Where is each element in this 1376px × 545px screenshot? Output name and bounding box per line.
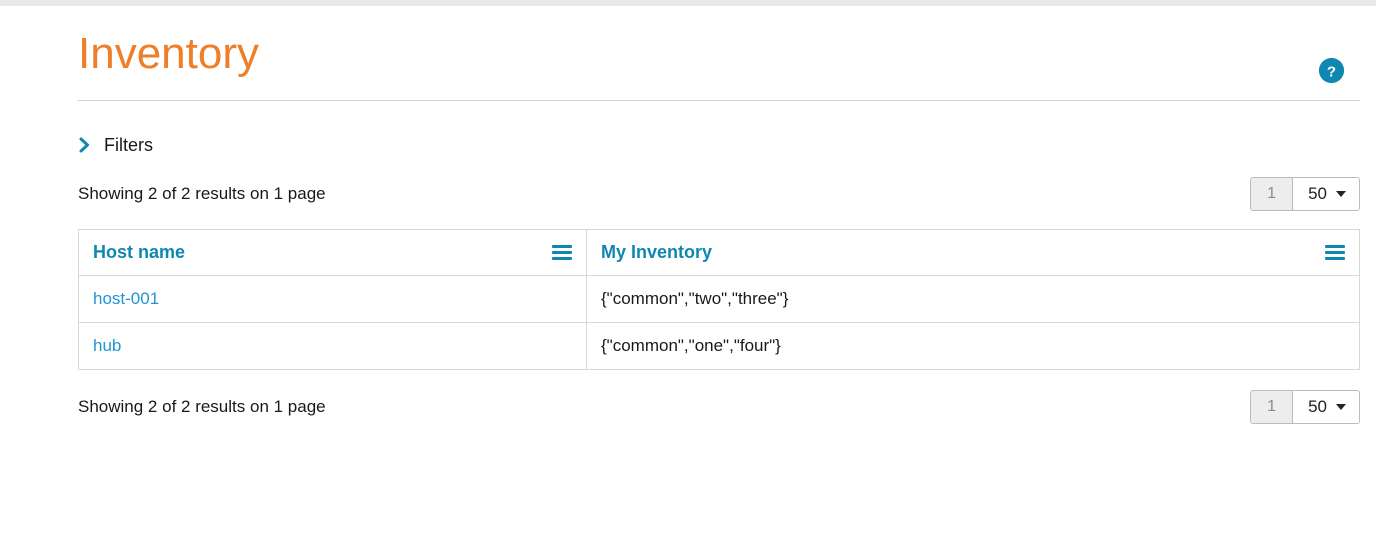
host-link[interactable]: hub — [93, 336, 122, 355]
current-page-indicator-bottom[interactable]: 1 — [1251, 391, 1294, 423]
inventory-table: Host name My Inventory — [78, 229, 1360, 370]
svg-text:?: ? — [1327, 63, 1336, 80]
page-size-value-top: 50 — [1308, 184, 1327, 203]
results-count-bottom: Showing 2 of 2 results on 1 page — [78, 397, 326, 416]
column-header-host-name-label: Host name — [93, 242, 186, 262]
cell-host-name: host-001 — [78, 275, 587, 323]
pagination-bottom: 1 50 — [1250, 390, 1360, 424]
page-header: Inventory ? — [78, 6, 1360, 100]
inventory-table-wrapper: Host name My Inventory — [78, 211, 1360, 370]
chevron-right-icon — [78, 136, 92, 154]
page-container: Inventory ? Filters Showing 2 of 2 resul… — [0, 6, 1376, 424]
page-size-dropdown-top[interactable]: 50 — [1293, 178, 1359, 210]
page-title: Inventory — [78, 29, 259, 78]
results-bar-top: Showing 2 of 2 results on 1 page 1 50 — [78, 159, 1360, 211]
filters-toggle[interactable]: Filters — [78, 101, 153, 159]
results-bar-bottom: Showing 2 of 2 results on 1 page 1 50 — [78, 370, 1360, 424]
table-row: hub {"common","one","four"} — [78, 322, 1360, 370]
table-row: host-001 {"common","two","three"} — [78, 275, 1360, 323]
chevron-down-icon — [1336, 404, 1346, 410]
host-link[interactable]: host-001 — [93, 289, 160, 308]
pagination-top: 1 50 — [1250, 177, 1360, 211]
column-header-my-inventory-label: My Inventory — [601, 242, 713, 262]
hamburger-icon-my-inventory[interactable] — [1325, 245, 1345, 260]
page-size-value-bottom: 50 — [1308, 397, 1327, 416]
title-divider — [78, 100, 1360, 101]
current-page-indicator-top[interactable]: 1 — [1251, 178, 1294, 210]
filters-label: Filters — [104, 134, 153, 155]
column-header-my-inventory[interactable]: My Inventory — [586, 229, 1360, 276]
hamburger-icon-host-name[interactable] — [552, 245, 572, 260]
results-count-top: Showing 2 of 2 results on 1 page — [78, 184, 326, 203]
chevron-down-icon — [1336, 191, 1346, 197]
cell-my-inventory: {"common","one","four"} — [586, 322, 1360, 370]
help-circle-icon[interactable]: ? — [1319, 58, 1344, 83]
page-size-dropdown-bottom[interactable]: 50 — [1293, 391, 1359, 423]
viewport-top-strip — [0, 0, 1376, 6]
cell-host-name: hub — [78, 322, 587, 370]
cell-my-inventory: {"common","two","three"} — [586, 275, 1360, 323]
column-header-host-name[interactable]: Host name — [78, 229, 587, 276]
table-header-row: Host name My Inventory — [78, 229, 1360, 276]
